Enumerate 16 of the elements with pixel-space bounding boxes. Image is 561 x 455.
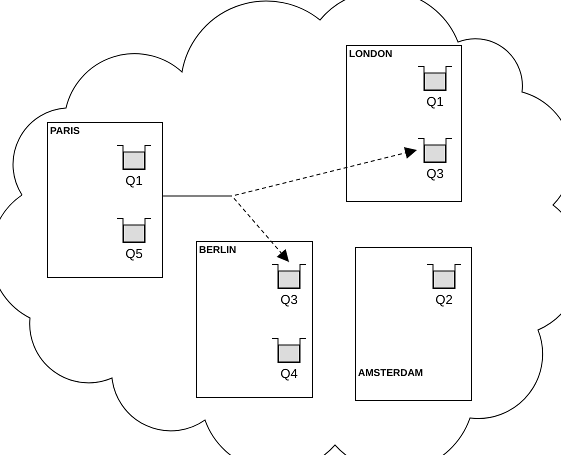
queue-name: Q4 [279,366,299,382]
site-box [196,241,313,398]
queue-name: Q1 [124,173,144,189]
site-name: PARIS [50,126,80,137]
site-box [346,45,462,202]
queue-name: Q2 [434,292,454,308]
arrow [162,196,290,262]
site-name: BERLIN [199,245,236,256]
site-box [47,122,163,278]
queue-name: Q3 [425,166,445,182]
queue-name: Q1 [425,94,445,110]
site-name: AMSTERDAM [358,368,423,379]
queue-name: Q3 [279,292,299,308]
site-box [355,247,472,401]
site-name: LONDON [349,49,392,60]
queue-name: Q5 [124,246,144,262]
